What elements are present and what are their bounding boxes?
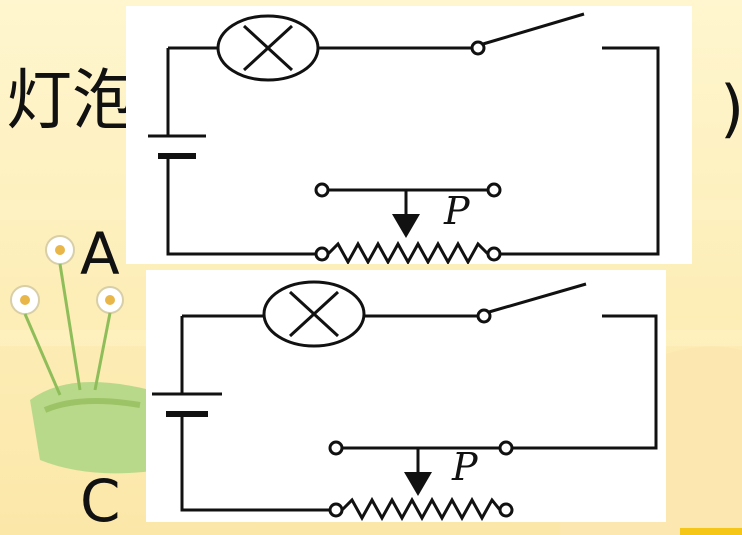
lamp-icon bbox=[262, 280, 366, 348]
answer-paren: ) bbox=[720, 72, 742, 145]
option-c-label: C bbox=[80, 467, 121, 535]
slider-label-a: P bbox=[443, 189, 471, 233]
circuit-diagram-a: P bbox=[126, 6, 692, 264]
rheostat-coil bbox=[326, 240, 490, 264]
slider-arrow-icon bbox=[404, 472, 432, 496]
circuit-c-svg: P bbox=[152, 280, 658, 522]
lamp-icon bbox=[216, 14, 320, 82]
circuit-diagram-c: P bbox=[146, 270, 666, 522]
question-text: 灯泡 bbox=[6, 62, 138, 139]
slider-label-c: P bbox=[451, 445, 479, 489]
battery-icon bbox=[152, 392, 222, 417]
flower-icon bbox=[10, 235, 124, 396]
slider-arrow-icon bbox=[392, 214, 420, 238]
switch-pivot bbox=[470, 40, 486, 56]
switch-blade bbox=[488, 282, 587, 314]
option-a-label: A bbox=[80, 220, 120, 288]
switch-pivot bbox=[476, 308, 492, 324]
circuit-a-svg: P bbox=[148, 12, 660, 264]
wire-right bbox=[496, 46, 660, 256]
battery-icon bbox=[148, 134, 206, 159]
switch-blade bbox=[482, 12, 585, 46]
